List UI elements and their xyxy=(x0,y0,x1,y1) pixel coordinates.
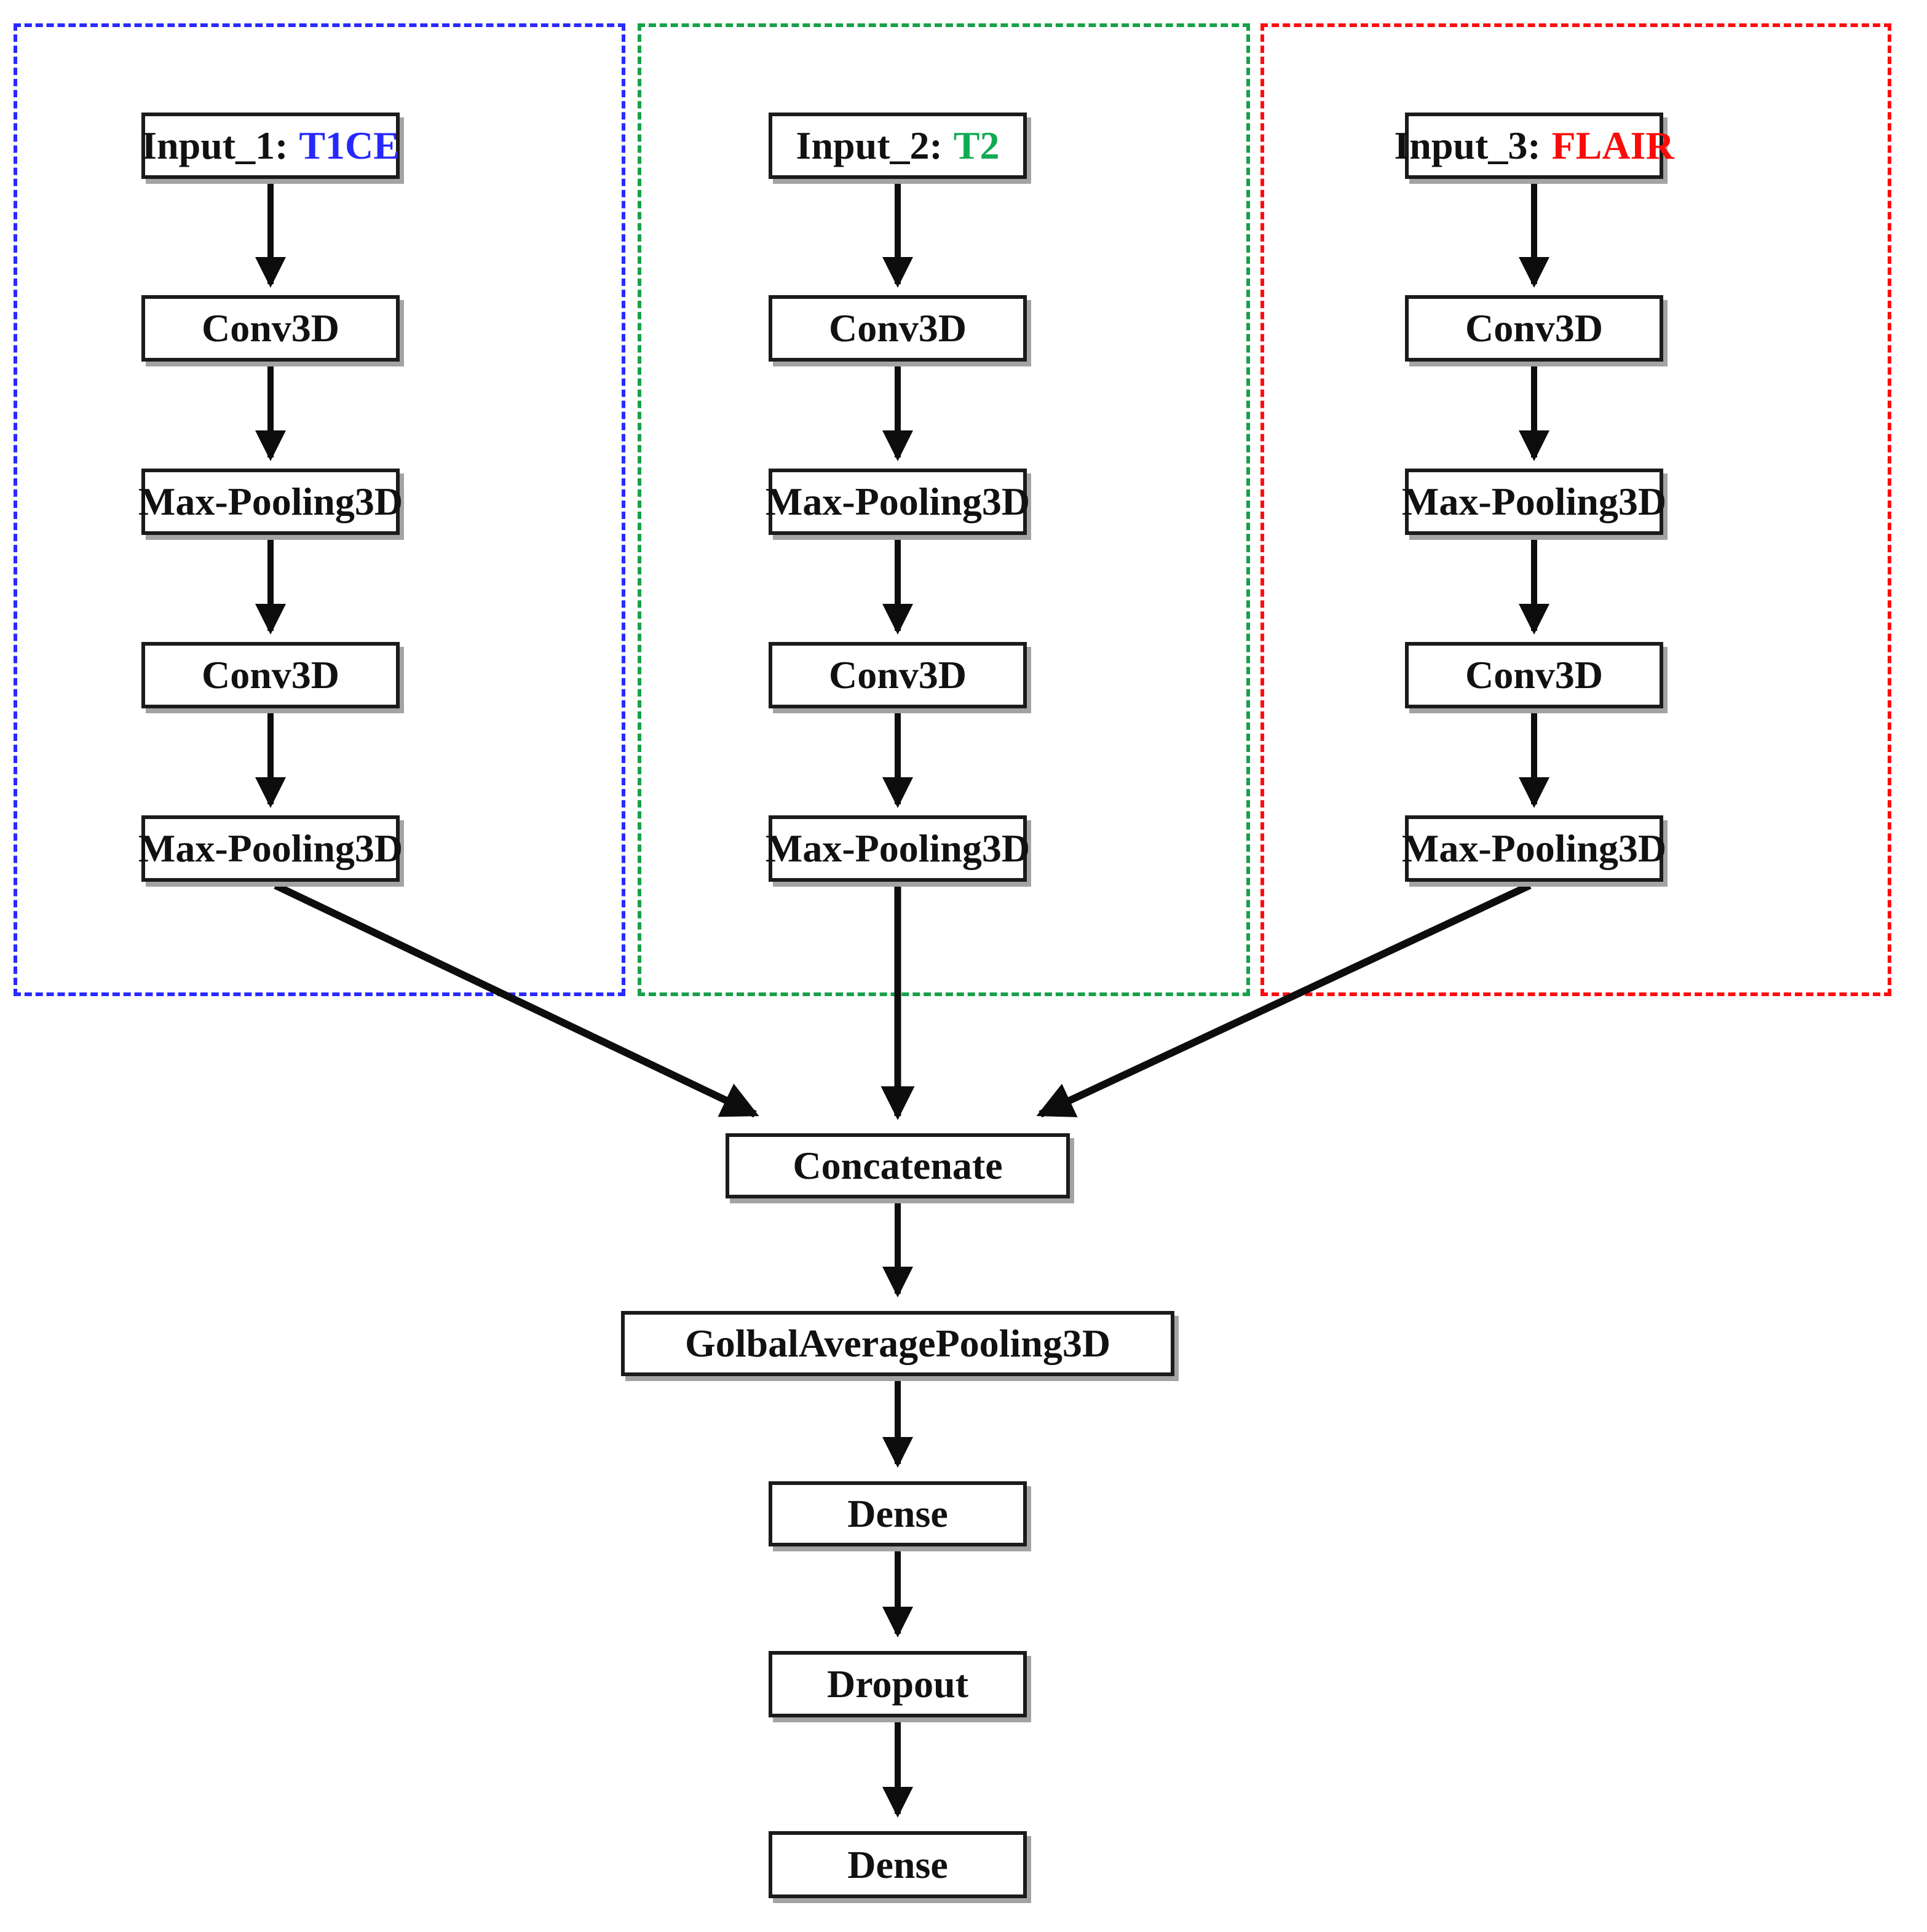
dense-1-box: Dense xyxy=(769,1481,1027,1546)
flair-maxpool3d-1-box: Max-Pooling3D xyxy=(1402,469,1666,535)
input-box-t2: Input_2: T2 xyxy=(769,113,1027,179)
dropout-box: Dropout xyxy=(769,1651,1027,1717)
input-box-flair: Input_3: FLAIR xyxy=(1394,113,1674,179)
flair-maxpool3d-2-box: Max-Pooling3D xyxy=(1402,815,1666,882)
t1ce-maxpool3d-1-box: Max-Pooling3D xyxy=(138,469,403,535)
input-t1ce-modality: T1CE xyxy=(299,124,400,167)
t2-branch-region xyxy=(638,23,1250,996)
concatenate-box: Concatenate xyxy=(726,1133,1070,1198)
t2-maxpool3d-2-box: Max-Pooling3D xyxy=(766,815,1030,882)
input-t2-prefix: Input_2: xyxy=(796,124,943,167)
input-flair-modality: FLAIR xyxy=(1551,124,1674,167)
t1ce-conv3d-1-box: Conv3D xyxy=(141,295,400,362)
input-t2-modality: T2 xyxy=(953,124,1000,167)
flair-conv3d-2-box: Conv3D xyxy=(1405,642,1663,708)
t2-conv3d-1-box: Conv3D xyxy=(769,295,1027,362)
flair-branch-region xyxy=(1260,23,1891,996)
input-t1ce-prefix: Input_1: xyxy=(141,124,288,167)
dense-2-box: Dense xyxy=(769,1831,1027,1898)
global-average-pooling3d-box: GolbalAveragePooling3D xyxy=(621,1311,1174,1376)
t1ce-conv3d-2-box: Conv3D xyxy=(141,642,400,708)
flair-conv3d-1-box: Conv3D xyxy=(1405,295,1663,362)
t1ce-maxpool3d-2-box: Max-Pooling3D xyxy=(138,815,403,882)
input-box-t1ce: Input_1: T1CE xyxy=(141,113,400,179)
input-flair-prefix: Input_3: xyxy=(1394,124,1541,167)
t2-conv3d-2-box: Conv3D xyxy=(769,642,1027,708)
t2-maxpool3d-1-box: Max-Pooling3D xyxy=(766,469,1030,535)
